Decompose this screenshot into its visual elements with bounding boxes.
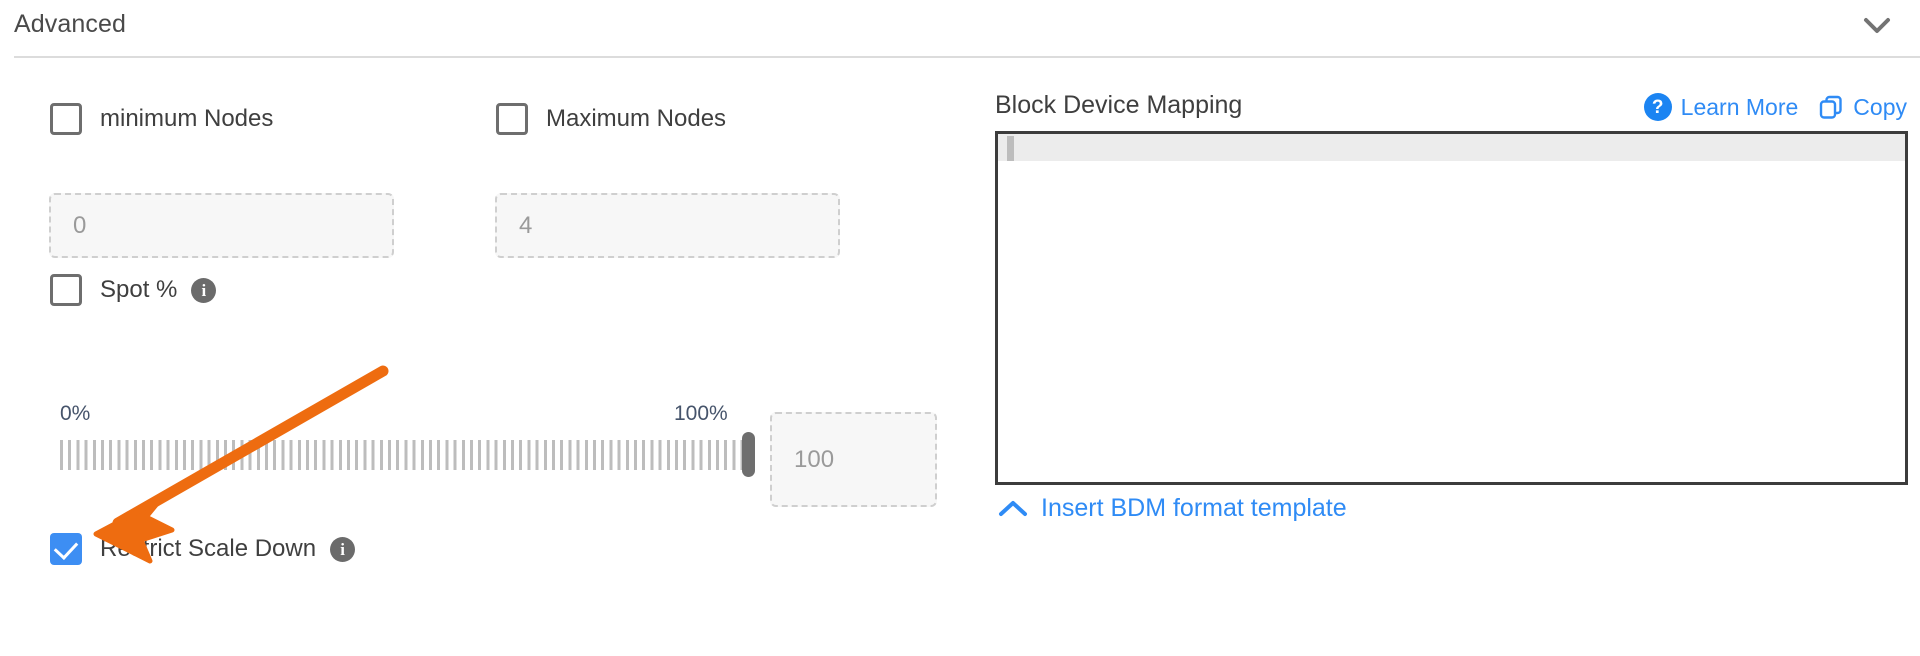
spot-percent-label: Spot % — [100, 276, 178, 303]
restrict-scale-down-row: Restrict Scale Down i — [50, 533, 356, 565]
copy-button[interactable]: Copy — [1818, 94, 1907, 121]
spot-percent-slider-track[interactable] — [60, 440, 750, 470]
spot-percent-slider-thumb[interactable] — [742, 432, 755, 477]
minimum-nodes-checkbox[interactable] — [50, 103, 82, 135]
learn-more-link[interactable]: ? Learn More — [1643, 93, 1799, 121]
info-icon[interactable]: i — [330, 536, 356, 562]
minimum-nodes-input-value: 0 — [73, 211, 87, 239]
spot-percent-slider-group: 0% 100% — [60, 402, 820, 502]
maximum-nodes-row: Maximum Nodes — [496, 103, 726, 135]
chevron-down-icon[interactable] — [1860, 9, 1894, 43]
editor-active-line — [998, 134, 1905, 161]
slider-max-label: 100% — [674, 402, 728, 425]
header-divider — [14, 56, 1920, 58]
insert-bdm-format-template-link[interactable]: Insert BDM format template — [998, 494, 1347, 523]
spot-percent-value: 100 — [794, 445, 835, 473]
minimum-nodes-input[interactable]: 0 — [49, 193, 394, 258]
block-device-mapping-editor[interactable] — [995, 131, 1908, 485]
minimum-nodes-row: minimum Nodes — [50, 103, 273, 135]
restrict-scale-down-label: Restrict Scale Down — [100, 535, 317, 562]
maximum-nodes-label: Maximum Nodes — [546, 105, 727, 132]
maximum-nodes-input-value: 4 — [519, 211, 533, 239]
chevron-up-icon — [998, 500, 1028, 518]
spot-percent-row: Spot % i — [50, 274, 217, 306]
bdm-actions: ? Learn More Copy — [1643, 93, 1907, 121]
page-title: Advanced — [14, 10, 126, 38]
editor-caret — [1007, 136, 1014, 161]
slider-min-label: 0% — [60, 402, 91, 425]
block-device-mapping-title: Block Device Mapping — [995, 91, 1243, 119]
info-icon[interactable]: i — [191, 277, 217, 303]
learn-more-label: Learn More — [1680, 93, 1799, 120]
maximum-nodes-input[interactable]: 4 — [495, 193, 840, 258]
advanced-left-column: minimum Nodes 0 Maximum Nodes 4 Spot % i… — [0, 57, 960, 656]
copy-label: Copy — [1853, 93, 1907, 120]
spot-percent-value-input[interactable]: 100 — [770, 412, 937, 507]
advanced-panel-header: Advanced — [0, 0, 1920, 57]
block-device-mapping-section: Block Device Mapping ? Learn More Copy I… — [995, 57, 1920, 656]
question-mark-icon: ? — [1643, 93, 1672, 121]
minimum-nodes-label: minimum Nodes — [100, 105, 274, 132]
restrict-scale-down-checkbox[interactable] — [50, 533, 82, 565]
copy-icon — [1818, 94, 1844, 120]
maximum-nodes-checkbox[interactable] — [496, 103, 528, 135]
insert-bdm-format-template-label: Insert BDM format template — [1041, 494, 1347, 522]
spot-percent-checkbox[interactable] — [50, 274, 82, 306]
